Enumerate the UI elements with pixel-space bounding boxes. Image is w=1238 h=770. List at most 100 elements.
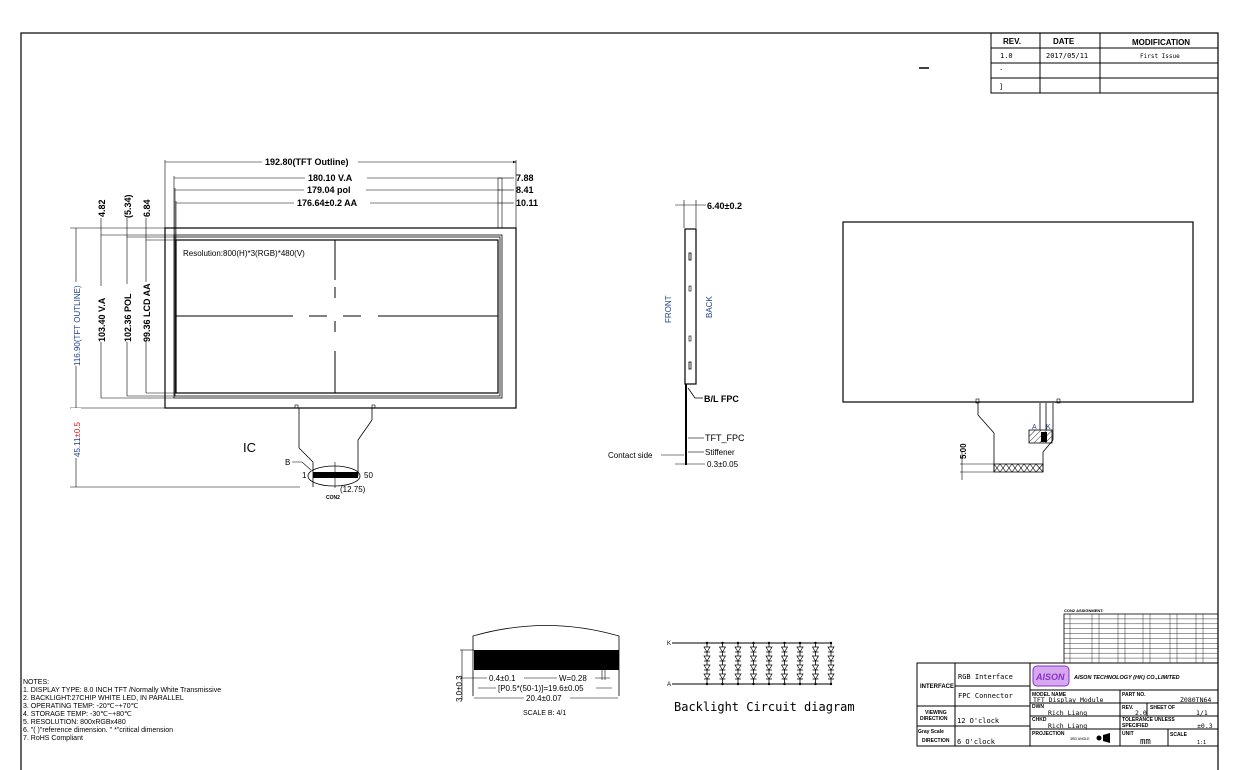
title-block: INTERFACE RGB Interface FPC Connector VI… — [916, 662, 1219, 747]
rev-header: REV. — [1003, 37, 1021, 46]
company-logo — [1032, 665, 1070, 687]
projection-value: 3RD ANGLE — [1070, 737, 1090, 741]
gray-scale-label-2: DIRECTION — [922, 738, 950, 744]
led-icon — [703, 646, 711, 653]
led-icon — [765, 664, 773, 671]
dim-1275: (12.75) — [340, 485, 366, 494]
anode-label: A — [1032, 424, 1037, 431]
fpc-detail: 0.4±0.1 W=0.28 [P0.5*(50-1)]=19.6±0.05 2… — [455, 625, 620, 717]
unit-value: mm — [1140, 737, 1151, 747]
tolerance-label-1: TOLERANCE UNLESS — [1122, 717, 1175, 723]
fpc-scale-label: SCALE B: 4/1 — [523, 710, 566, 717]
led-icon — [749, 664, 758, 671]
pin-1-label: 1 — [302, 471, 307, 480]
unit-label: UNIT — [1122, 731, 1134, 737]
dim-va-width: 180.10 V.A — [308, 173, 353, 183]
led-icon — [734, 655, 742, 662]
led-icon — [811, 673, 820, 680]
led-icon — [703, 673, 711, 680]
dim-right-841: 8.41 — [516, 185, 534, 195]
led-icon — [827, 664, 835, 671]
dim-va-height: 103.40 V.A — [97, 297, 107, 342]
dim-tft-outline-height: 116.90(TFT OUTLINE) — [73, 285, 82, 366]
bl-fpc-label: B/L FPC — [704, 394, 739, 404]
front-view: Resolution:800(H)*3(RGB)*480(V) 192.80(T… — [70, 155, 538, 501]
ic-label: IC — [243, 440, 256, 455]
pin-assignment-table: CON2 ASSIGNMENT: — [1063, 608, 1219, 664]
projection-symbol-icon — [1096, 733, 1110, 743]
scale-label: SCALE — [1170, 732, 1188, 738]
dim-pol-height: 102.36 POL — [123, 293, 133, 342]
interface-value-fpc: FPC Connector — [958, 692, 1013, 700]
led-icon — [765, 673, 773, 680]
led-icon — [703, 664, 711, 671]
dim-aa-height: 99.36 LCD AA — [142, 283, 152, 342]
notes-title: NOTES: — [23, 679, 49, 686]
backlight-circuit: K A — [667, 641, 835, 688]
fpc-thickness-dim: 0.3±0.05 — [707, 460, 739, 469]
pin-table-title: CON2 ASSIGNMENT: — [1064, 608, 1104, 613]
dwn-label: DWN — [1032, 704, 1044, 710]
a-terminal-label: A — [667, 682, 671, 688]
dim-top-534: (5.34) — [123, 194, 133, 218]
company-logo-text: AISON — [1035, 672, 1065, 682]
tolerance-value: ±0.3 — [1197, 722, 1213, 730]
dwn-value: Rich Liang — [1048, 709, 1087, 717]
dim-pol-width: 179.04 pol — [307, 185, 351, 195]
dim-fpc-length-tol: ±0.5 — [73, 422, 82, 438]
contact-side-label: Contact side — [608, 451, 653, 460]
rev-row2: · — [999, 66, 1003, 74]
gray-scale-value: 6 O'clock — [957, 738, 996, 746]
dim-aa-width: 176.64±0.2 AA — [297, 198, 358, 208]
date-value: 2017/05/11 — [1046, 52, 1088, 60]
note-4: 4. STORAGE TEMP: -30℃~+80℃ — [23, 711, 132, 718]
model-name-value: TFT Display Module — [1033, 696, 1104, 704]
note-7: 7. RoHS Compliant — [23, 735, 83, 742]
led-icon — [749, 646, 758, 653]
connector-label: CON2 — [326, 495, 340, 501]
note-6: 6. "( )"reference dimension. " *"critica… — [23, 727, 173, 734]
led-icon — [811, 664, 820, 671]
dim-top-482: 4.82 — [97, 199, 107, 217]
rev-value: 1.0 — [1000, 52, 1013, 60]
viewing-value: 12 O'clock — [957, 717, 1000, 725]
dim-pad: 0.4±0.1 — [489, 674, 516, 683]
led-icon — [718, 646, 727, 653]
back-view: A K 5.00 — [842, 221, 1194, 480]
note-1: 1. DISPLAY TYPE: 8.0 INCH TFT /Normally … — [23, 687, 221, 694]
dim-fpc-length-value: 45.11 — [73, 437, 82, 457]
led-icon — [734, 673, 742, 680]
dim-tft-outline-width: 192.80(TFT Outline) — [265, 157, 349, 167]
dim-thickness: 6.40±0.2 — [707, 201, 742, 211]
k-terminal-label: K — [667, 641, 671, 647]
dim-500: 5.00 — [959, 443, 968, 459]
gray-scale-label-1: Gray Scale — [918, 729, 944, 735]
model-name-label: MODEL NAME — [1032, 692, 1067, 698]
interface-value-rgb: RGB Interface — [958, 673, 1013, 681]
drawing-border — [20, 32, 1219, 770]
backlight-title: Backlight Circuit diagram — [674, 700, 855, 714]
led-icon — [749, 673, 758, 680]
led-icon — [827, 673, 835, 680]
led-icon — [780, 646, 789, 653]
dim-fpc-length: 45.11±0.5 — [73, 422, 82, 458]
rev-row3: ] — [999, 83, 1003, 91]
modification-value: First Issue — [1140, 53, 1180, 60]
back-label: BACK — [705, 296, 714, 318]
viewing-label-2: DIRECTION — [920, 716, 948, 722]
interface-label: INTERFACE — [920, 684, 954, 690]
rev-label: REV. — [1122, 705, 1134, 711]
led-icon — [811, 655, 820, 662]
note-5: 5. RESOLUTION: 800xRGBx480 — [23, 719, 126, 726]
led-icon — [827, 646, 835, 653]
part-no-label: PART NO. — [1122, 692, 1146, 698]
led-icon — [718, 655, 727, 662]
company-name: AISON TECHNOLOGY (HK) CO.,LIMITED — [1073, 675, 1180, 681]
dim-right-1011: 10.11 — [516, 198, 538, 208]
led-icon — [765, 655, 773, 662]
tolerance-label-2: SPECIFIED — [1122, 723, 1149, 729]
chkd-value: Rich Liang — [1048, 722, 1087, 730]
led-icon — [780, 655, 789, 662]
pin-b-label: B — [285, 458, 290, 467]
